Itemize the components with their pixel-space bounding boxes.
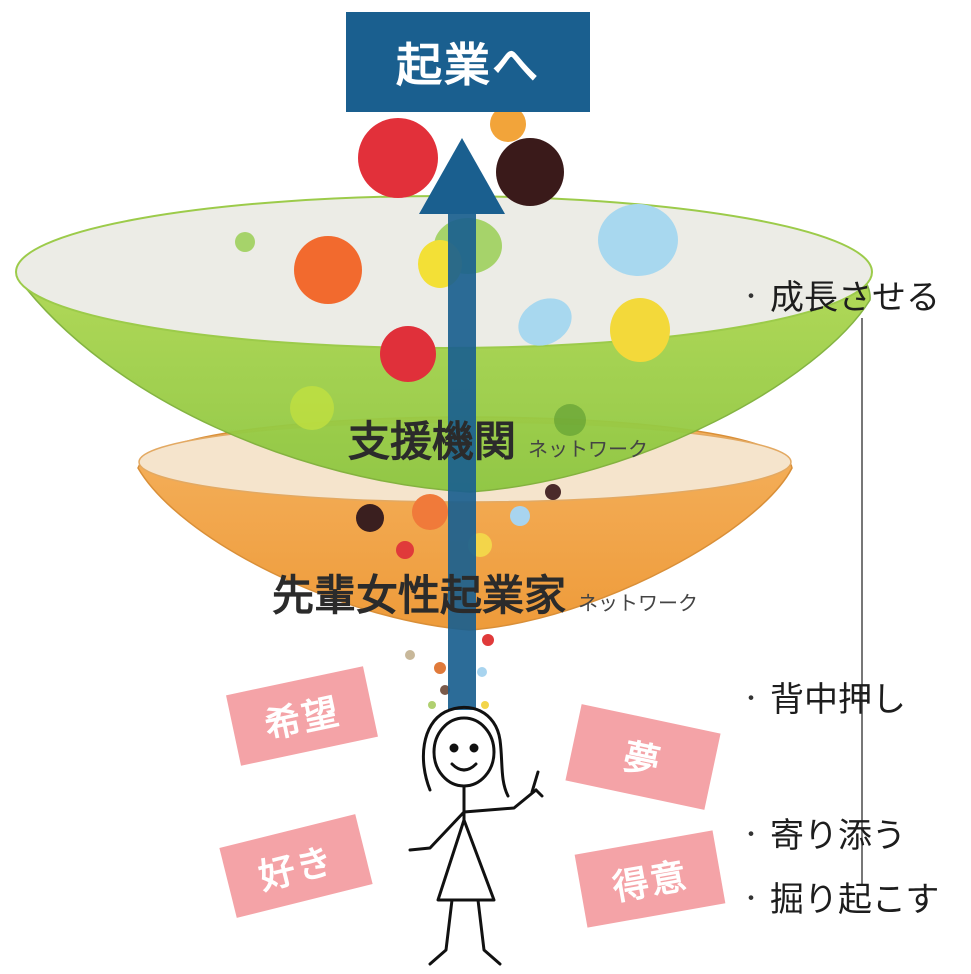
support-network-sub: ネットワーク xyxy=(528,437,649,461)
action-dig-text: 掘り起こす xyxy=(770,880,940,920)
action-close: ・寄り添う xyxy=(740,808,906,857)
top-particles xyxy=(358,106,564,206)
bullet: ・ xyxy=(740,886,763,912)
bottom-particles xyxy=(405,634,494,709)
startup-title: 起業へ xyxy=(346,12,590,112)
senior-network-title: 先輩女性起業家 xyxy=(272,571,567,620)
action-dig: ・掘り起こす xyxy=(740,872,939,921)
action-push-text: 背中押し xyxy=(770,680,907,720)
stick-figure-person xyxy=(408,705,544,966)
bullet: ・ xyxy=(740,822,763,848)
bullet: ・ xyxy=(740,284,763,310)
support-network-label: 支援機関ネットワーク xyxy=(348,408,648,469)
bullet: ・ xyxy=(740,686,763,712)
action-push: ・背中押し xyxy=(740,672,906,721)
support-network-title: 支援機関 xyxy=(348,417,517,466)
action-grow-text: 成長させる xyxy=(770,278,941,318)
action-close-text: 寄り添う xyxy=(770,816,907,856)
senior-network-label: 先輩女性起業家ネットワーク xyxy=(272,562,698,623)
action-grow: ・成長させる xyxy=(740,270,940,319)
green-bowl-particles xyxy=(235,204,678,436)
senior-network-sub: ネットワーク xyxy=(578,591,699,615)
upward-arrow xyxy=(419,138,505,710)
